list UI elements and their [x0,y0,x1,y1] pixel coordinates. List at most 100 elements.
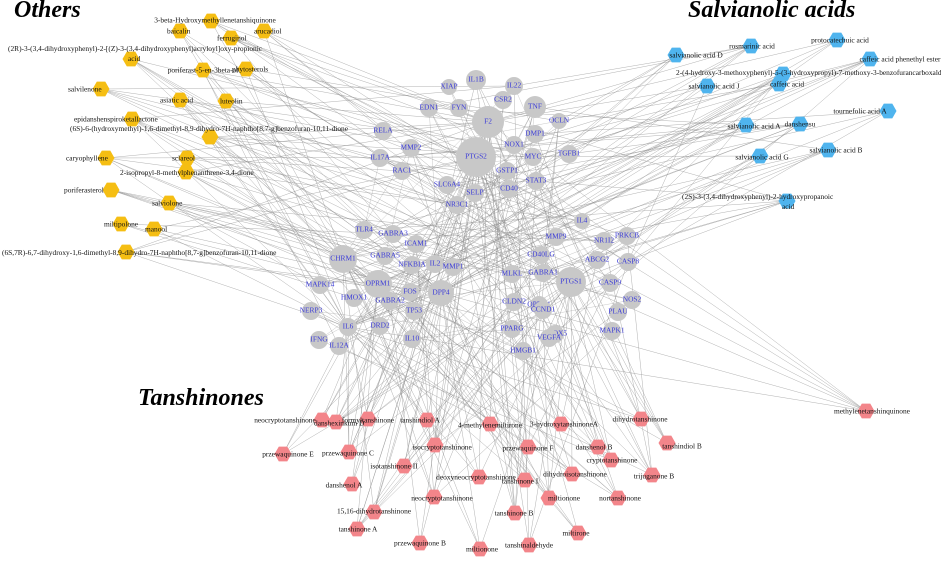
others-compound-node[interactable] [171,92,189,108]
target-node[interactable]: NOX1 [504,136,524,154]
tanshinones-compound-node[interactable] [340,444,358,460]
target-node[interactable]: CHRM1 [329,245,357,273]
tanshinones-compound-node[interactable] [569,525,587,541]
target-node[interactable]: NR3C1 [446,196,469,214]
target-node[interactable]: GSTP1 [496,162,518,180]
others-compound-node[interactable] [123,111,141,127]
salvianolic-compound-node[interactable] [737,117,755,133]
target-node[interactable]: NOS2 [623,291,642,309]
target-node[interactable]: DPP4 [428,280,454,306]
tanshinones-compound-node[interactable] [471,541,489,557]
target-node[interactable]: SELP [466,184,484,202]
tanshinones-compound-node[interactable] [470,469,488,485]
target-node[interactable]: FYN [450,99,468,117]
target-node[interactable]: SLC6A4 [434,176,461,194]
target-node[interactable]: ICAM1 [405,235,428,253]
target-node[interactable]: CASP9 [599,274,621,292]
others-compound-node[interactable] [171,23,189,39]
salvianolic-compound-node[interactable] [778,193,796,209]
tanshinones-compound-node[interactable] [425,489,443,505]
target-node[interactable]: NERP3 [300,302,323,320]
tanshinones-compound-node[interactable] [643,467,661,483]
target-node[interactable]: IL4 [574,213,590,229]
tanshinones-compound-node[interactable] [658,435,676,451]
target-node[interactable]: IL6 [339,318,357,336]
tanshinones-compound-node[interactable] [327,414,345,430]
tanshinones-compound-node[interactable] [365,504,383,520]
tanshinones-compound-node[interactable] [411,535,429,551]
target-node[interactable]: PPARG [500,320,524,338]
others-compound-node[interactable] [92,81,110,97]
target-node[interactable]: RAC1 [393,162,412,180]
target-node[interactable]: TP53 [405,302,423,320]
others-compound-node[interactable] [177,164,195,180]
target-node[interactable]: PTGS1 [556,267,586,297]
salvianolic-compound-node[interactable] [770,76,788,92]
target-node[interactable]: IL1B [466,70,486,90]
salvianolic-compound-node[interactable] [819,142,837,158]
target-node[interactable]: TGFB1 [558,145,581,163]
tanshinones-compound-node[interactable] [418,412,436,428]
others-compound-node[interactable] [112,216,130,232]
target-node[interactable]: IFNG [310,331,328,349]
others-compound-node[interactable] [122,51,140,67]
tanshinones-compound-node[interactable] [552,416,570,432]
target-node[interactable]: MAPK14 [306,276,335,294]
tanshinones-compound-node[interactable] [857,403,875,419]
tanshinones-compound-node[interactable] [589,439,607,455]
tanshinones-compound-node[interactable] [348,521,366,537]
others-compound-node[interactable] [217,93,235,109]
target-node[interactable]: GABRA3 [378,225,408,243]
tanshinones-compound-node[interactable] [343,476,361,492]
target-node[interactable]: MLKL [502,265,523,283]
tanshinones-compound-node[interactable] [395,458,413,474]
target-node[interactable]: IL10 [403,330,421,348]
target-node[interactable]: NR1I2 [594,232,614,250]
others-compound-node[interactable] [160,195,178,211]
target-node[interactable]: TNF [524,96,546,118]
tanshinones-compound-node[interactable] [481,416,499,432]
target-node[interactable]: MMP2 [401,139,422,157]
salvianolic-compound-node[interactable] [879,103,897,119]
target-node[interactable]: MAPK1 [599,322,625,340]
salvianolic-compound-node[interactable] [828,32,846,48]
tanshinones-compound-node[interactable] [540,490,558,506]
target-node[interactable]: PRKCB [615,227,639,245]
others-compound-node[interactable] [145,221,163,237]
others-compound-node[interactable] [222,30,240,46]
target-node[interactable]: F2 [472,106,504,138]
tanshinones-compound-node[interactable] [520,537,538,553]
tanshinones-compound-node[interactable] [274,446,292,462]
target-node[interactable]: PLAU [608,303,628,321]
tanshinones-compound-node[interactable] [602,452,620,468]
tanshinones-compound-node[interactable] [519,439,537,455]
target-node[interactable]: CCND1 [531,301,556,319]
others-compound-node[interactable] [255,23,273,39]
target-node[interactable]: CD40 [500,180,518,198]
tanshinones-compound-node[interactable] [563,466,581,482]
target-node[interactable]: OPRM1 [364,270,392,298]
others-compound-node[interactable] [97,150,115,166]
salvianolic-compound-node[interactable] [698,78,716,94]
target-node[interactable]: PTGS2 [456,137,496,177]
tanshinones-compound-node[interactable] [426,437,444,453]
salvianolic-compound-node[interactable] [667,47,685,63]
target-node[interactable]: DRD2 [370,317,390,335]
tanshinones-compound-node[interactable] [632,411,650,427]
tanshinones-compound-node[interactable] [313,412,331,428]
tanshinones-compound-node[interactable] [516,472,534,488]
others-compound-node[interactable] [178,150,196,166]
target-node[interactable]: VEGFA [537,329,562,347]
target-node[interactable]: MYC [524,148,542,166]
others-compound-node[interactable] [102,182,120,198]
target-node[interactable]: OCLN [549,113,570,129]
target-node[interactable]: FOS [401,283,419,301]
target-node[interactable]: CSR2 [494,91,512,109]
target-node[interactable]: HMGB1 [510,342,536,360]
target-node[interactable]: CD40LG [527,246,555,264]
target-node[interactable]: DMP1 [525,125,545,143]
others-compound-node[interactable] [194,62,212,78]
target-node[interactable]: NFKBIA [398,256,426,274]
target-node[interactable]: GABRA1 [528,264,558,282]
target-node[interactable]: IL12A [329,337,350,355]
